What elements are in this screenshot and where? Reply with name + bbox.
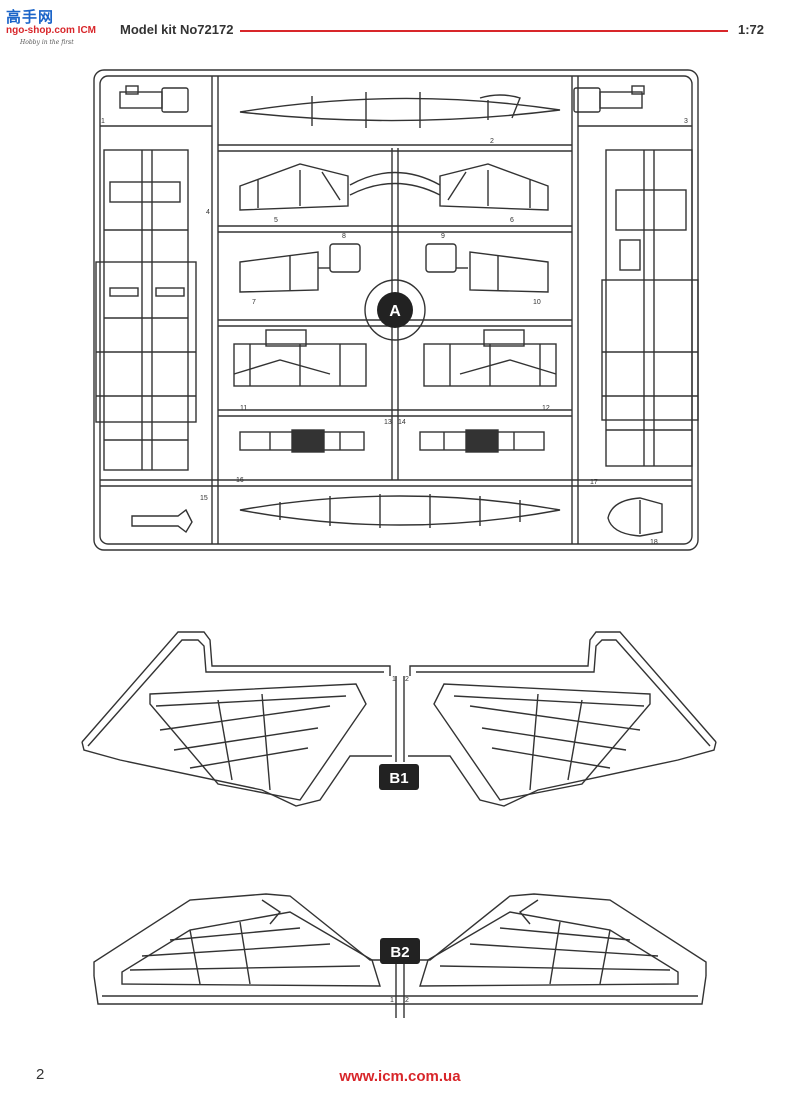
sprue-a-part-label-4: 4: [206, 209, 210, 216]
sprue-a-part-label-1: 1: [101, 118, 105, 125]
sprue-b1: [81, 631, 717, 807]
sprue-b2-part-label-1: 1: [390, 997, 394, 1004]
sprue-b2: [93, 893, 707, 1018]
sprue-a-part-label-18: 18: [650, 539, 658, 546]
sprue-b2-part-2: [419, 911, 679, 987]
website-link[interactable]: www.icm.com.ua: [339, 1068, 461, 1085]
sprue-a-part-8: [318, 243, 361, 273]
sprue-a-part-15: [131, 508, 193, 534]
sprue-a-part-6: [439, 163, 549, 211]
sprue-a-part-label-9: 9: [441, 233, 445, 240]
sprue-b1-part-1: [149, 683, 367, 801]
sprue-a-part-17: [601, 149, 699, 467]
sprue-a-part-3: [573, 85, 645, 113]
kit-title: Model kit No72172: [120, 22, 234, 37]
sprue-a-part-9: [425, 243, 468, 273]
sprue-a-part-label-15: 15: [200, 495, 208, 502]
sprue-a-part-label-11: 11: [240, 405, 247, 412]
sprue-a-part-label-10: 10: [533, 299, 541, 306]
sprue-a-part-13: [239, 429, 365, 453]
sprue-a-part-12: [423, 329, 557, 387]
sprue-b1-part-2: [433, 683, 651, 801]
sprue-b1-label: B1: [389, 770, 408, 787]
header-divider: [240, 30, 728, 32]
sprue-a-part-label-3: 3: [684, 118, 688, 125]
sprue-a-part-2: [239, 92, 561, 128]
sprue-b2-label: B2: [390, 944, 409, 961]
sprue-a-part-4: [95, 149, 197, 471]
logo-text-mid: ngo-shop.com ICM: [6, 25, 96, 36]
sprue-a-part-14: [419, 429, 545, 453]
kit-scale: 1:72: [738, 22, 765, 37]
sprue-a-part-label-14: 14: [398, 419, 406, 426]
sprue-a-part-label-13: 13: [384, 419, 392, 426]
icm-logo: 高手网 ngo-shop.com ICM Hobby in the first: [6, 6, 102, 52]
sprue-a-part-label-2: 2: [490, 138, 494, 145]
logo-text-top: 高手网: [6, 9, 55, 26]
sprue-a-part-label-12: 12: [542, 405, 550, 412]
sprue-b2-badge: [380, 938, 420, 964]
sprue-a-part-10: [469, 251, 549, 293]
sprue-a-part-5: [239, 163, 349, 211]
sprue-a-part-label-8: 8: [342, 233, 346, 240]
sprue-a-frame: [93, 69, 699, 551]
sprue-a-part-1: [119, 85, 189, 113]
sprue-a-part-7: [239, 251, 319, 293]
sprue-a-part-label-5: 5: [274, 217, 278, 224]
sprue-b1-part-label-2: 2: [405, 676, 409, 683]
sprue-b1-badge: [379, 764, 419, 790]
logo-tagline: Hobby in the first: [20, 39, 74, 46]
sprue-a-part-label-6: 6: [510, 217, 514, 224]
sprue-a-badge: [377, 292, 413, 328]
sprue-b2-part-label-2: 2: [405, 997, 409, 1004]
sprue-a-part-18: [607, 497, 663, 537]
sprue-a-part-label-7: 7: [252, 299, 256, 306]
sprue-b2-part-1: [121, 911, 381, 987]
page-number: 2: [36, 1066, 45, 1083]
sprue-a-label: A: [389, 303, 401, 320]
sprue-b1-part-label-1: 1: [392, 676, 396, 683]
sprue-a-part-16: [239, 494, 561, 528]
sprue-a-part-label-16: 16: [236, 477, 244, 484]
sprue-a-part-11: [233, 329, 367, 387]
sprue-a-part-label-17: 17: [590, 479, 598, 486]
